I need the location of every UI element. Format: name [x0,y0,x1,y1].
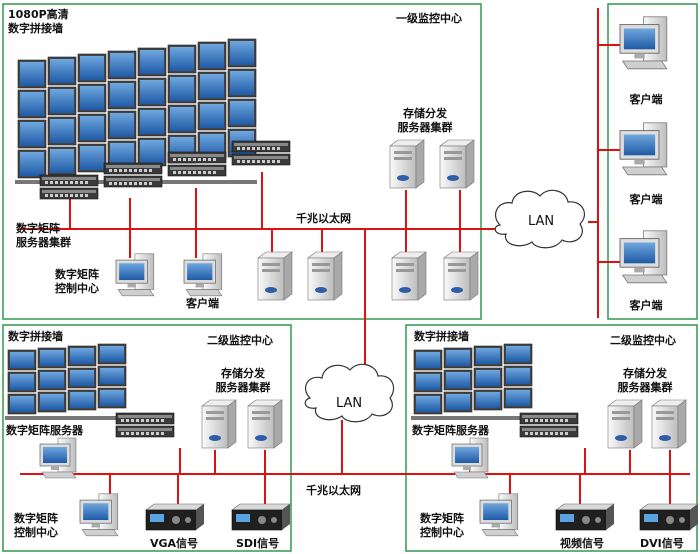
level1-client-pc [183,253,223,297]
level1-server-3 [391,251,427,301]
client-pc-1 [619,16,668,70]
level2-left-wall-label: 数字拼接墙 [8,330,63,343]
level2-right-matrix-pc [451,437,489,479]
lan-cloud-top [494,189,585,249]
level1-storage-server-1 [389,139,425,189]
level2-right-video-wall [411,343,533,420]
lan-cloud-mid [304,363,395,423]
level2-left-matrix-pc [39,437,77,479]
level2-left-storage-server-2 [247,399,283,449]
bottom-network-label: 千兆以太网 [306,484,361,497]
level2-left-signal2: SDI信号 [236,537,280,550]
level2-left-matrix-label: 数字矩阵服务器 [6,424,83,437]
level2-left-vga-encoder [145,503,205,531]
level2-left-signal1: VGA信号 [150,537,199,550]
level2-left-storage-label: 存储分发 服务器集群 [215,367,271,394]
level2-left-matrix-server [115,412,175,438]
clients-frame [607,3,698,320]
level2-left-sdi-encoder [231,503,291,531]
network-lines [20,8,690,505]
client-label-2: 客户端 [629,193,663,206]
level1-network-label: 千兆以太网 [296,212,351,225]
level1-wall-label: 1080P高清 数字拼接墙 [8,8,69,35]
level1-server-4 [443,251,479,301]
level2-left-title: 二级监控中心 [207,334,273,347]
level1-storage-server-2 [439,139,475,189]
level2-right-control-pc [479,493,519,537]
level2-left-video-wall [5,343,127,420]
level2-left-frame [2,324,292,552]
level2-left-control-pc [79,493,119,537]
level2-right-signal2: DVI信号 [640,537,684,550]
level1-matrix-server-3 [167,151,227,177]
level1-control-label: 数字矩阵 控制中心 [55,268,99,295]
lan-mid-label: LAN [336,396,363,411]
level2-right-control-label: 数字矩阵 控制中心 [420,512,464,539]
client-pc-2 [619,122,668,176]
level2-left-storage-server-1 [201,399,237,449]
level2-right-video-encoder [555,503,615,531]
level2-right-wall-label: 数字拼接墙 [414,330,469,343]
level1-matrix-server-4 [231,140,291,166]
level1-control-pc [115,253,155,297]
level2-right-title: 二级监控中心 [610,334,676,347]
level1-matrix-label: 数字矩阵 服务器集群 [16,222,71,249]
level1-storage-label: 存储分发 服务器集群 [397,107,453,134]
level1-server-1 [257,251,293,301]
level2-right-storage-label: 存储分发 服务器集群 [617,367,673,394]
level1-client-label: 客户端 [186,297,219,310]
client-label-3: 客户端 [629,299,663,312]
client-label-1: 客户端 [629,93,663,106]
level1-frame [2,3,482,320]
level2-right-dvi-encoder [639,503,699,531]
level2-right-storage-server-2 [651,399,687,449]
lan-top-label: LAN [528,214,555,229]
level2-right-frame [405,324,698,552]
level2-right-matrix-server [519,412,579,438]
level2-left-control-label: 数字矩阵 控制中心 [14,512,58,539]
level1-matrix-server-1 [39,174,99,200]
level2-right-matrix-label: 数字矩阵服务器 [412,424,489,437]
level1-matrix-server-2 [103,162,163,188]
level2-right-storage-server-1 [607,399,643,449]
level2-right-signal1: 视频信号 [560,537,604,550]
client-pc-3 [619,230,668,284]
level1-title: 一级监控中心 [396,12,462,25]
level1-server-2 [307,251,343,301]
